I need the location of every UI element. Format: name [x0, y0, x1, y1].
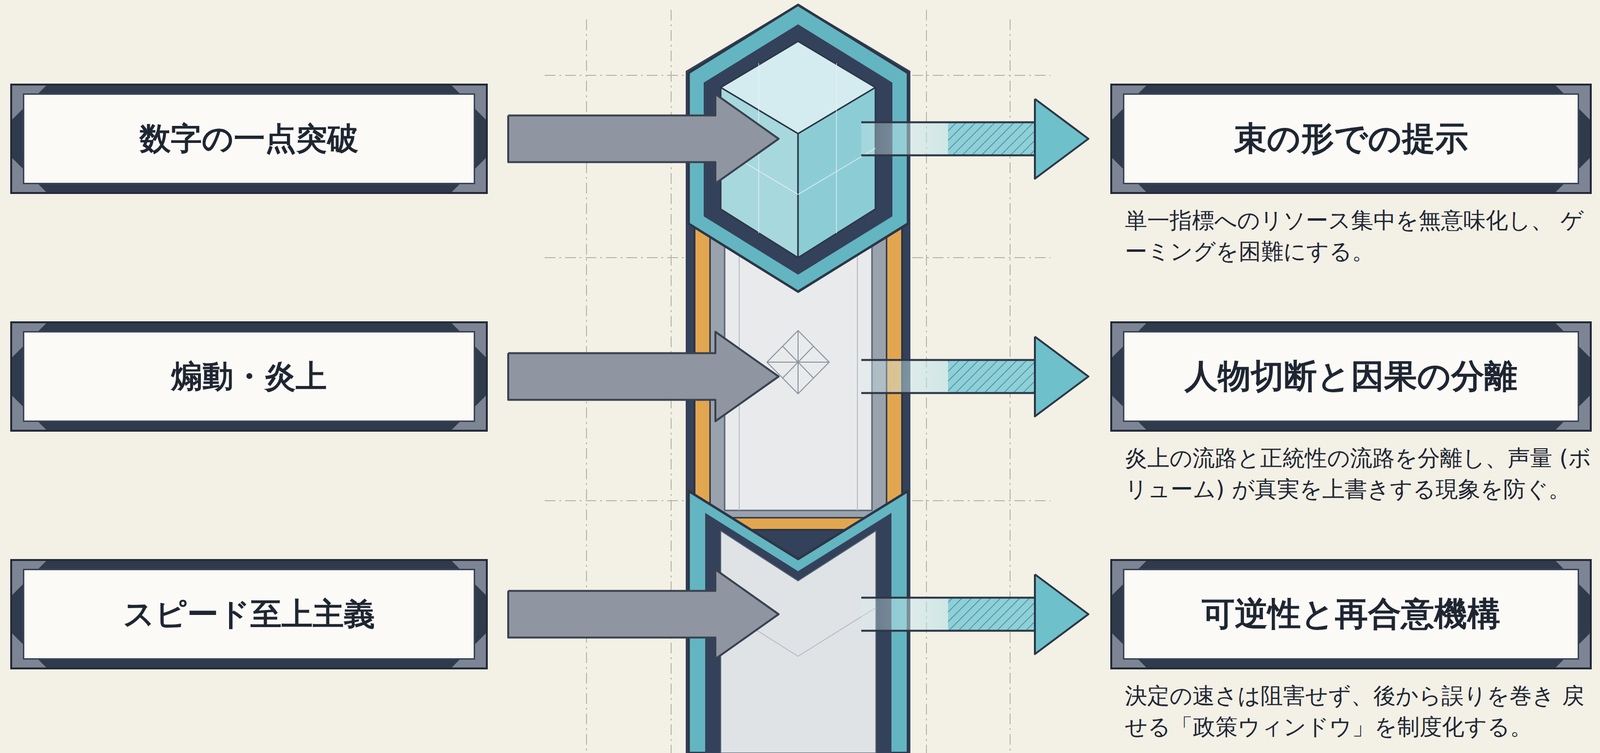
output-arrow-shaft	[861, 360, 1035, 394]
flow-arrow	[508, 569, 1089, 660]
box-panel: スピード至上主義	[22, 568, 476, 660]
box-frame: スピード至上主義	[10, 559, 488, 670]
output-arrow-shaft	[861, 122, 1035, 156]
box-panel: 人物切断と因果の分離	[1122, 331, 1580, 423]
arrow-head	[1034, 337, 1089, 417]
box-panel: 束の形での提示	[1122, 93, 1580, 185]
description-text: 炎上の流路と正統性の流路を分離し、声量 (ボリューム) が真実を上書きする現象を…	[1110, 442, 1592, 506]
output-arrow-hatch	[948, 122, 1036, 156]
output-arrow-edge	[861, 121, 1035, 124]
input-arrow	[508, 332, 779, 422]
output-arrow-hatch	[948, 360, 1036, 394]
output-arrow-edge	[861, 359, 1035, 362]
challenge-box: 数字の一点突破	[10, 83, 488, 195]
flow-arrow	[508, 94, 1089, 184]
box-frame: 可逆性と再合意機構	[1110, 559, 1592, 670]
box-frame: 束の形での提示	[1110, 83, 1592, 195]
output-arrow-edge	[861, 630, 1035, 633]
arrow-head	[1034, 574, 1089, 655]
input-arrow	[508, 94, 779, 184]
output-arrow-edge	[861, 154, 1035, 157]
output-arrow-edge	[861, 392, 1035, 395]
box-panel: 可逆性と再合意機構	[1122, 568, 1580, 660]
box-panel: 煽動・炎上	[22, 331, 476, 423]
box-heading: 束の形での提示	[1233, 116, 1469, 161]
description-text: 決定の速さは阻害せず、後から誤りを巻き 戻せる「政策ウィンドウ」を制度化する。	[1110, 680, 1592, 744]
arrow-head	[1034, 99, 1089, 179]
output-arrow-shaft	[861, 598, 1035, 632]
description-text: 単一指標へのリソース集中を無意味化し、 ゲーミングを困難にする。	[1110, 204, 1592, 268]
countermeasure-box: 可逆性と再合意機構決定の速さは阻害せず、後から誤りを巻き 戻せる「政策ウィンドウ…	[1110, 559, 1592, 744]
box-panel: 数字の一点突破	[22, 93, 476, 185]
countermeasure-box: 人物切断と因果の分離炎上の流路と正統性の流路を分離し、声量 (ボリューム) が真…	[1110, 321, 1592, 506]
box-heading: 煽動・炎上	[171, 355, 327, 398]
output-arrow-hatch	[948, 598, 1036, 632]
flow-arrow	[508, 332, 1089, 422]
box-frame: 数字の一点突破	[10, 83, 488, 195]
challenge-box: スピード至上主義	[10, 559, 488, 670]
box-heading: 人物切断と因果の分離	[1184, 354, 1518, 399]
input-arrow	[508, 569, 779, 660]
challenge-box: 煽動・炎上	[10, 321, 488, 432]
output-arrow-edge	[861, 597, 1035, 600]
box-heading: スピード至上主義	[123, 593, 375, 636]
box-heading: 可逆性と再合意機構	[1201, 592, 1501, 637]
countermeasure-box: 束の形での提示単一指標へのリソース集中を無意味化し、 ゲーミングを困難にする。	[1110, 83, 1592, 268]
box-frame: 煽動・炎上	[10, 321, 488, 432]
box-heading: 数字の一点突破	[139, 117, 359, 160]
box-frame: 人物切断と因果の分離	[1110, 321, 1592, 432]
